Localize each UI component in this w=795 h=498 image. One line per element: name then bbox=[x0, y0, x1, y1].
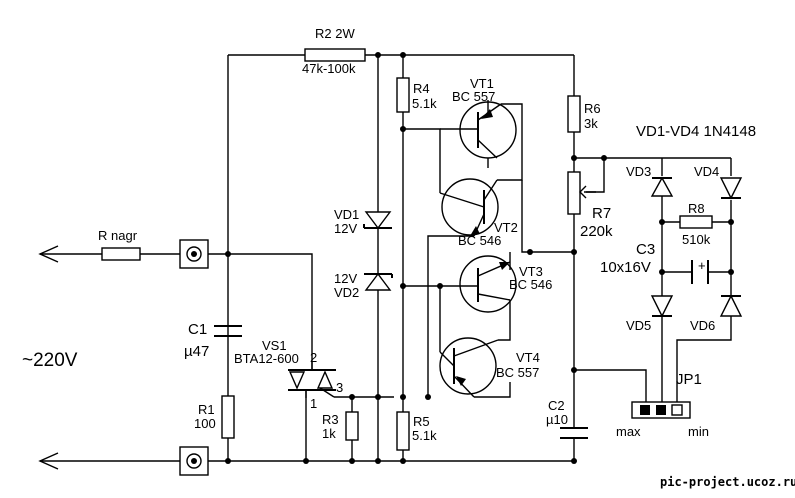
r-nagr-label: R nagr bbox=[98, 228, 138, 243]
vs1-pin1: 1 bbox=[310, 396, 317, 411]
r5-label: R5 bbox=[413, 414, 430, 429]
vt1-transistor-icon bbox=[440, 101, 517, 159]
c3-label: C3 bbox=[636, 241, 655, 258]
vs1-pin2: 2 bbox=[310, 350, 317, 365]
c2-capacitor bbox=[560, 427, 588, 439]
r4-value: 5.1k bbox=[412, 96, 437, 111]
vd6-label: VD6 bbox=[690, 318, 715, 333]
r7-wiper-icon bbox=[579, 185, 596, 199]
r1-value: 100 bbox=[194, 416, 216, 431]
vd1-zener-icon bbox=[363, 211, 392, 230]
terminal-top-icon bbox=[179, 239, 209, 269]
wires bbox=[38, 54, 732, 470]
vd5-label: VD5 bbox=[626, 318, 651, 333]
r1-resistor bbox=[221, 395, 235, 439]
vt1-type: BC 557 bbox=[452, 89, 495, 104]
c3-capacitor bbox=[691, 260, 709, 284]
r3-label: R3 bbox=[322, 412, 339, 427]
vt1-label: VT1 bbox=[470, 76, 494, 91]
vd2-value: 12V bbox=[334, 271, 357, 286]
vd3-label: VD3 bbox=[626, 164, 651, 179]
mains-voltage-label: ~220V bbox=[22, 350, 78, 371]
vt4-type: BC 557 bbox=[496, 365, 539, 380]
component-labels: R2 2W 47k-100k R4 5.1k VT1 BC 557 R6 3k … bbox=[22, 26, 795, 489]
vd2-label: VD2 bbox=[334, 285, 359, 300]
c2-label: C2 bbox=[548, 398, 565, 413]
c1-value: µ47 bbox=[184, 343, 209, 360]
vs1-label: VS1 bbox=[262, 338, 287, 353]
junction-dots bbox=[225, 52, 734, 464]
vd6-diode-icon bbox=[719, 294, 743, 317]
vt3-label: VT3 bbox=[519, 264, 543, 279]
vd1-label: VD1 bbox=[334, 207, 359, 222]
vt3-type: BC 546 bbox=[509, 277, 552, 292]
vt2-transistor-icon bbox=[439, 178, 499, 237]
vs1-triac-icon bbox=[288, 362, 336, 398]
r5-resistor bbox=[396, 411, 410, 451]
jp1-label: JP1 bbox=[676, 371, 702, 388]
vt3-transistor-icon bbox=[440, 255, 517, 313]
terminal-bottom-icon bbox=[179, 446, 209, 476]
vd4-diode-icon bbox=[719, 177, 743, 200]
vd2-zener-icon bbox=[364, 272, 393, 291]
r6-label: R6 bbox=[584, 101, 601, 116]
vd3-diode-icon bbox=[650, 176, 674, 197]
jp1-jumper-icon bbox=[631, 401, 691, 419]
vd4-label: VD4 bbox=[694, 164, 719, 179]
vs1-type: BTA12-600 bbox=[234, 351, 299, 366]
vt4-label: VT4 bbox=[516, 350, 540, 365]
r4-label: R4 bbox=[413, 81, 430, 96]
r5-value: 5.1k bbox=[412, 428, 437, 443]
r6-value: 3k bbox=[584, 116, 598, 131]
site-watermark: pic-project.ucoz.ru bbox=[660, 475, 795, 489]
vt2-type: BC 546 bbox=[458, 233, 501, 248]
r-nagr-resistor bbox=[101, 247, 141, 261]
jp1-max-label: max bbox=[616, 424, 641, 439]
r8-label: R8 bbox=[688, 201, 705, 216]
r2-label: R2 2W bbox=[315, 26, 355, 41]
vd-group-label: VD1-VD4 1N4148 bbox=[636, 123, 756, 140]
r7-label: R7 bbox=[592, 205, 611, 222]
vt2-label: VT2 bbox=[494, 220, 518, 235]
vs1-pin3: 3 bbox=[336, 380, 343, 395]
r7-value: 220k bbox=[580, 223, 613, 240]
c1-capacitor bbox=[214, 325, 242, 337]
c1-label: C1 bbox=[188, 321, 207, 338]
vd1-value: 12V bbox=[334, 221, 357, 236]
c3-plus: + bbox=[698, 258, 706, 273]
c2-value: µ10 bbox=[546, 412, 568, 427]
r1-label: R1 bbox=[198, 402, 215, 417]
r6-resistor bbox=[567, 95, 581, 133]
r2-resistor bbox=[304, 48, 366, 62]
jp1-min-label: min bbox=[688, 424, 709, 439]
vt4-transistor-icon bbox=[439, 337, 499, 398]
r3-value: 1k bbox=[322, 426, 336, 441]
r3-resistor bbox=[345, 411, 359, 441]
r2-value: 47k-100k bbox=[302, 61, 356, 76]
r8-value: 510k bbox=[682, 232, 711, 247]
r7-potentiometer bbox=[567, 171, 581, 215]
r8-resistor bbox=[679, 215, 713, 229]
c3-value: 10x16V bbox=[600, 259, 651, 276]
vd5-diode-icon bbox=[650, 295, 674, 318]
r4-resistor bbox=[396, 77, 410, 113]
